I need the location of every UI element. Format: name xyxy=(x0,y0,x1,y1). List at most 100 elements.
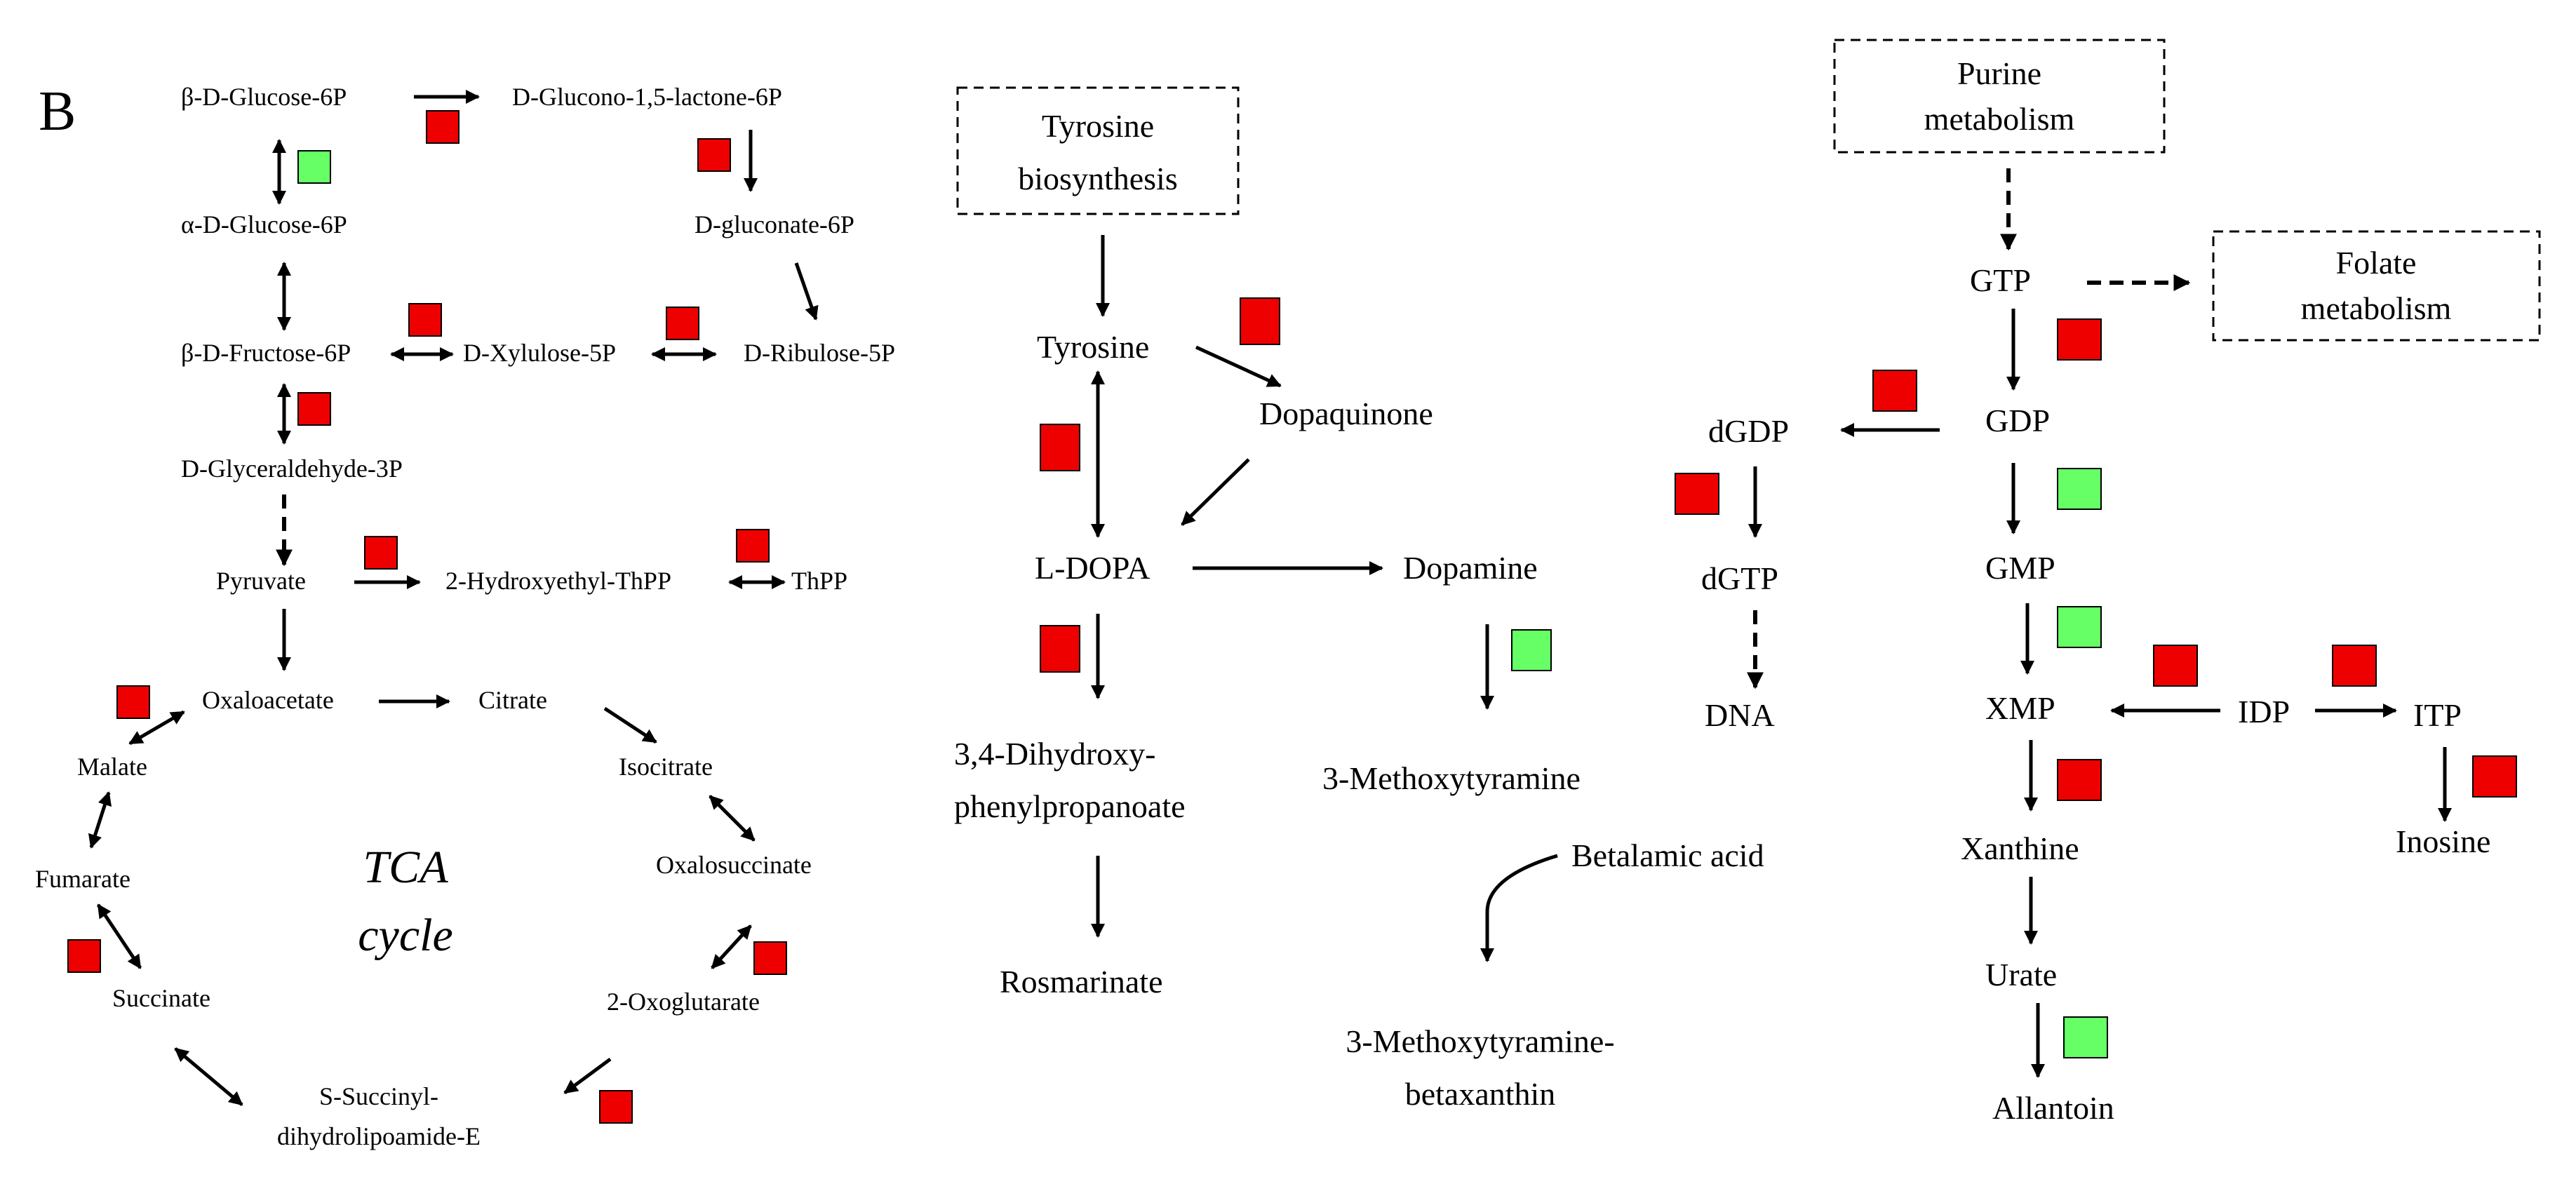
node-l-dopa: L-DOPA xyxy=(1035,550,1150,586)
up-regulated-marker xyxy=(599,1090,633,1124)
node-gdp: GDP xyxy=(1985,403,2050,438)
node-isocitrate: Isocitrate xyxy=(619,753,713,781)
up-regulated-marker xyxy=(1040,625,1080,673)
up-regulated-marker xyxy=(666,307,699,340)
node-dihydroxy-line2: phenylpropanoate xyxy=(954,788,1186,824)
up-regulated-marker xyxy=(2153,645,2198,687)
node-dna: DNA xyxy=(1705,697,1775,733)
up-regulated-marker xyxy=(753,941,787,975)
arrow xyxy=(1181,458,1250,526)
node-dihydroxy-line1: 3,4-Dihydroxy- xyxy=(954,736,1155,772)
node-dopamine: Dopamine xyxy=(1403,550,1538,586)
node-gmp: GMP xyxy=(1985,550,2055,586)
arrow xyxy=(709,795,756,842)
purine-metabolism-line2: metabolism xyxy=(1924,101,2075,137)
node-betalamic-acid: Betalamic acid xyxy=(1571,837,1764,873)
node-s-succinyl-line2: dihydrolipoamide-E xyxy=(277,1122,481,1150)
node-thpp: ThPP xyxy=(791,567,847,595)
node-3-methoxytyramine: 3-Methoxytyramine xyxy=(1322,760,1581,796)
up-regulated-marker xyxy=(1040,424,1080,471)
node-gtp: GTP xyxy=(1970,262,2031,298)
node-dgdp: dGDP xyxy=(1708,413,1789,449)
up-regulated-marker xyxy=(697,138,731,172)
right-pathway: Purine metabolism Folate metabolism GTP … xyxy=(1675,39,2541,1126)
arrow xyxy=(88,791,112,849)
arrow xyxy=(128,710,185,746)
node-malate: Malate xyxy=(77,753,147,781)
node-methoxytyramine-betaxanthin-line1: 3-Methoxytyramine- xyxy=(1346,1023,1614,1059)
down-regulated-marker xyxy=(1511,629,1552,671)
node-allantoin: Allantoin xyxy=(1992,1090,2114,1126)
arrow xyxy=(563,1057,612,1095)
up-regulated-marker xyxy=(426,110,459,144)
node-xmp: XMP xyxy=(1985,690,2055,726)
node-inosine: Inosine xyxy=(2396,823,2490,859)
node-citrate: Citrate xyxy=(478,686,547,714)
up-regulated-marker xyxy=(297,392,331,426)
arrow xyxy=(711,924,752,969)
down-regulated-marker xyxy=(2063,1016,2108,1058)
node-dopaquinone: Dopaquinone xyxy=(1259,396,1433,431)
arrow xyxy=(96,903,142,969)
node-dgtp: dGTP xyxy=(1701,560,1778,596)
node-methoxytyramine-betaxanthin-line2: betaxanthin xyxy=(1405,1076,1556,1112)
node-d-glyceraldehyde-3p: D-Glyceraldehyde-3P xyxy=(181,455,403,483)
node-s-succinyl-line1: S-Succinyl- xyxy=(319,1082,438,1110)
node-succinate: Succinate xyxy=(112,984,210,1012)
tca-label-line2: cycle xyxy=(358,910,453,961)
up-regulated-marker xyxy=(67,939,101,973)
up-regulated-marker xyxy=(408,303,442,337)
node-idp: IDP xyxy=(2238,694,2290,729)
node-d-ribulose-5p: D-Ribulose-5P xyxy=(744,339,895,367)
node-fumarate: Fumarate xyxy=(35,865,130,893)
node-d-xylulose-5p: D-Xylulose-5P xyxy=(463,339,616,367)
up-regulated-marker xyxy=(736,529,770,563)
panel-label: B xyxy=(39,81,76,142)
node-2-hydroxyethyl-thpp: 2-Hydroxyethyl-ThPP xyxy=(445,567,671,595)
purine-metabolism-box xyxy=(1833,39,2166,154)
node-urate: Urate xyxy=(1985,957,2057,992)
node-rosmarinate: Rosmarinate xyxy=(1000,964,1163,1000)
down-regulated-marker xyxy=(297,150,331,184)
node-oxaloacetate: Oxaloacetate xyxy=(202,686,334,714)
arrow xyxy=(603,706,657,744)
middle-pathway: Tyrosine biosynthesis Tyrosine Dopaquino… xyxy=(954,86,1764,1112)
up-regulated-marker xyxy=(1240,297,1280,345)
node-2-oxoglutarate: 2-Oxoglutarate xyxy=(607,988,760,1016)
up-regulated-marker xyxy=(1872,370,1917,412)
down-regulated-marker xyxy=(2057,606,2102,648)
node-tyrosine: Tyrosine xyxy=(1037,329,1149,365)
node-oxalosuccinate: Oxalosuccinate xyxy=(656,851,812,879)
left-pathway: β-D-Glucose-6P D-Glucono-1,5-lactone-6P … xyxy=(35,83,895,1150)
node-xanthine: Xanthine xyxy=(1961,830,2079,866)
up-regulated-marker xyxy=(1675,473,1719,515)
folate-metabolism-box xyxy=(2212,230,2541,342)
tyrosine-biosynthesis-line1: Tyrosine xyxy=(1042,108,1154,144)
node-d-gluconate-6p: D-gluconate-6P xyxy=(695,210,854,238)
tyrosine-biosynthesis-line2: biosynthesis xyxy=(1018,161,1177,196)
folate-metabolism-line2: metabolism xyxy=(2301,290,2452,326)
betalamic-merge-arrow xyxy=(1480,854,1558,962)
node-b-d-fructose-6p: β-D-Fructose-6P xyxy=(181,339,351,367)
node-b-d-glucose-6p: β-D-Glucose-6P xyxy=(181,83,347,111)
up-regulated-marker xyxy=(116,685,150,719)
node-pyruvate: Pyruvate xyxy=(216,567,306,595)
arrow xyxy=(174,1047,243,1106)
node-itp: ITP xyxy=(2413,697,2462,733)
purine-metabolism-line1: Purine xyxy=(1957,55,2041,91)
folate-metabolism-line1: Folate xyxy=(2336,245,2417,281)
tca-label-line1: TCA xyxy=(363,842,448,893)
node-a-d-glucose-6p: α-D-Glucose-6P xyxy=(181,210,347,238)
up-regulated-marker xyxy=(2472,755,2517,798)
arrow xyxy=(1195,345,1282,388)
up-regulated-marker xyxy=(2332,645,2377,687)
arrow xyxy=(794,262,819,321)
up-regulated-marker xyxy=(2057,759,2102,801)
tyrosine-biosynthesis-box xyxy=(956,86,1240,215)
up-regulated-marker xyxy=(2057,318,2102,361)
node-d-glucono-lactone-6p: D-Glucono-1,5-lactone-6P xyxy=(512,83,782,111)
up-regulated-marker xyxy=(364,536,398,570)
down-regulated-marker xyxy=(2057,468,2102,510)
